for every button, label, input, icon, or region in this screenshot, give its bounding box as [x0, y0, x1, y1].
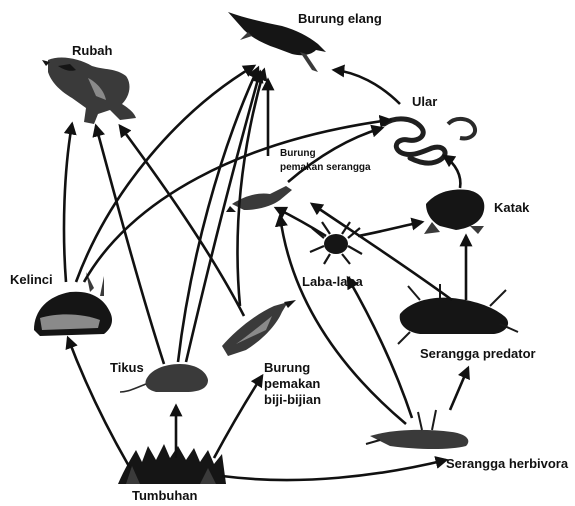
- arrow-katak-ular: [441, 154, 462, 189]
- mouse-illustration: [119, 364, 208, 393]
- arrow-kelinci-elang: [74, 64, 257, 283]
- snake-illustration: [381, 116, 477, 166]
- label-burung-pemakan-biji: Burung pemakan biji-bijian: [264, 360, 324, 407]
- arrow-laba-katak: [357, 217, 425, 238]
- frog-illustration: [424, 189, 485, 234]
- arrow-tumbuhan-burung-biji: [212, 373, 264, 459]
- arrows: [62, 64, 473, 482]
- label-laba-laba: Laba-laba: [302, 274, 363, 289]
- label-kelinci: Kelinci: [10, 272, 53, 287]
- labels: Burung elang Rubah Ular Burung pemakan s…: [10, 11, 569, 503]
- insectivorous-bird-illustration: [226, 186, 292, 212]
- arrow-burung-biji-rubah: [118, 123, 246, 317]
- plants-illustration: [118, 444, 226, 484]
- predatory-insect-illustration: [397, 284, 519, 345]
- arrow-tumbuhan-kelinci: [65, 335, 132, 469]
- seed-eating-bird-illustration: [222, 300, 296, 356]
- eagle-illustration: [228, 12, 326, 72]
- label-katak: Katak: [494, 200, 530, 215]
- arrow-predator-burung-serangga: [309, 202, 453, 302]
- arrow-burung-biji-elang: [236, 67, 268, 307]
- arrow-kelinci-rubah: [62, 121, 77, 283]
- label-serangga-herbivora: Serangga herbivora: [446, 456, 569, 471]
- label-burung-pemakan-serangga: Burung pemakan serangga: [280, 148, 371, 173]
- arrow-herbivora-burung-serangga: [274, 213, 407, 425]
- spider-illustration: [309, 221, 363, 265]
- arrow-ular-elang: [331, 64, 401, 105]
- arrow-laba-burung-serangga: [273, 206, 327, 238]
- arrow-burung-serangga-ular: [287, 124, 385, 183]
- arrow-herbivora-laba: [346, 275, 414, 419]
- label-ular: Ular: [412, 94, 437, 109]
- label-tumbuhan: Tumbuhan: [132, 488, 198, 503]
- rabbit-illustration: [34, 272, 112, 336]
- arrow-kelinci-ular: [82, 114, 393, 283]
- arrow-tikus-ular: [184, 69, 264, 363]
- arrow-tikus-rubah: [92, 123, 166, 365]
- arrow-tumbuhan-serangga-herbivora: [221, 456, 449, 482]
- arrow-tikus-elang: [176, 65, 260, 363]
- label-serangga-predator: Serangga predator: [420, 346, 536, 361]
- arrow-herbivora-predator: [448, 365, 470, 411]
- label-burung-elang: Burung elang: [298, 11, 382, 26]
- label-rubah: Rubah: [72, 43, 113, 58]
- label-tikus: Tikus: [110, 360, 144, 375]
- herbivorous-insect-illustration: [365, 409, 469, 449]
- fox-illustration: [42, 57, 136, 124]
